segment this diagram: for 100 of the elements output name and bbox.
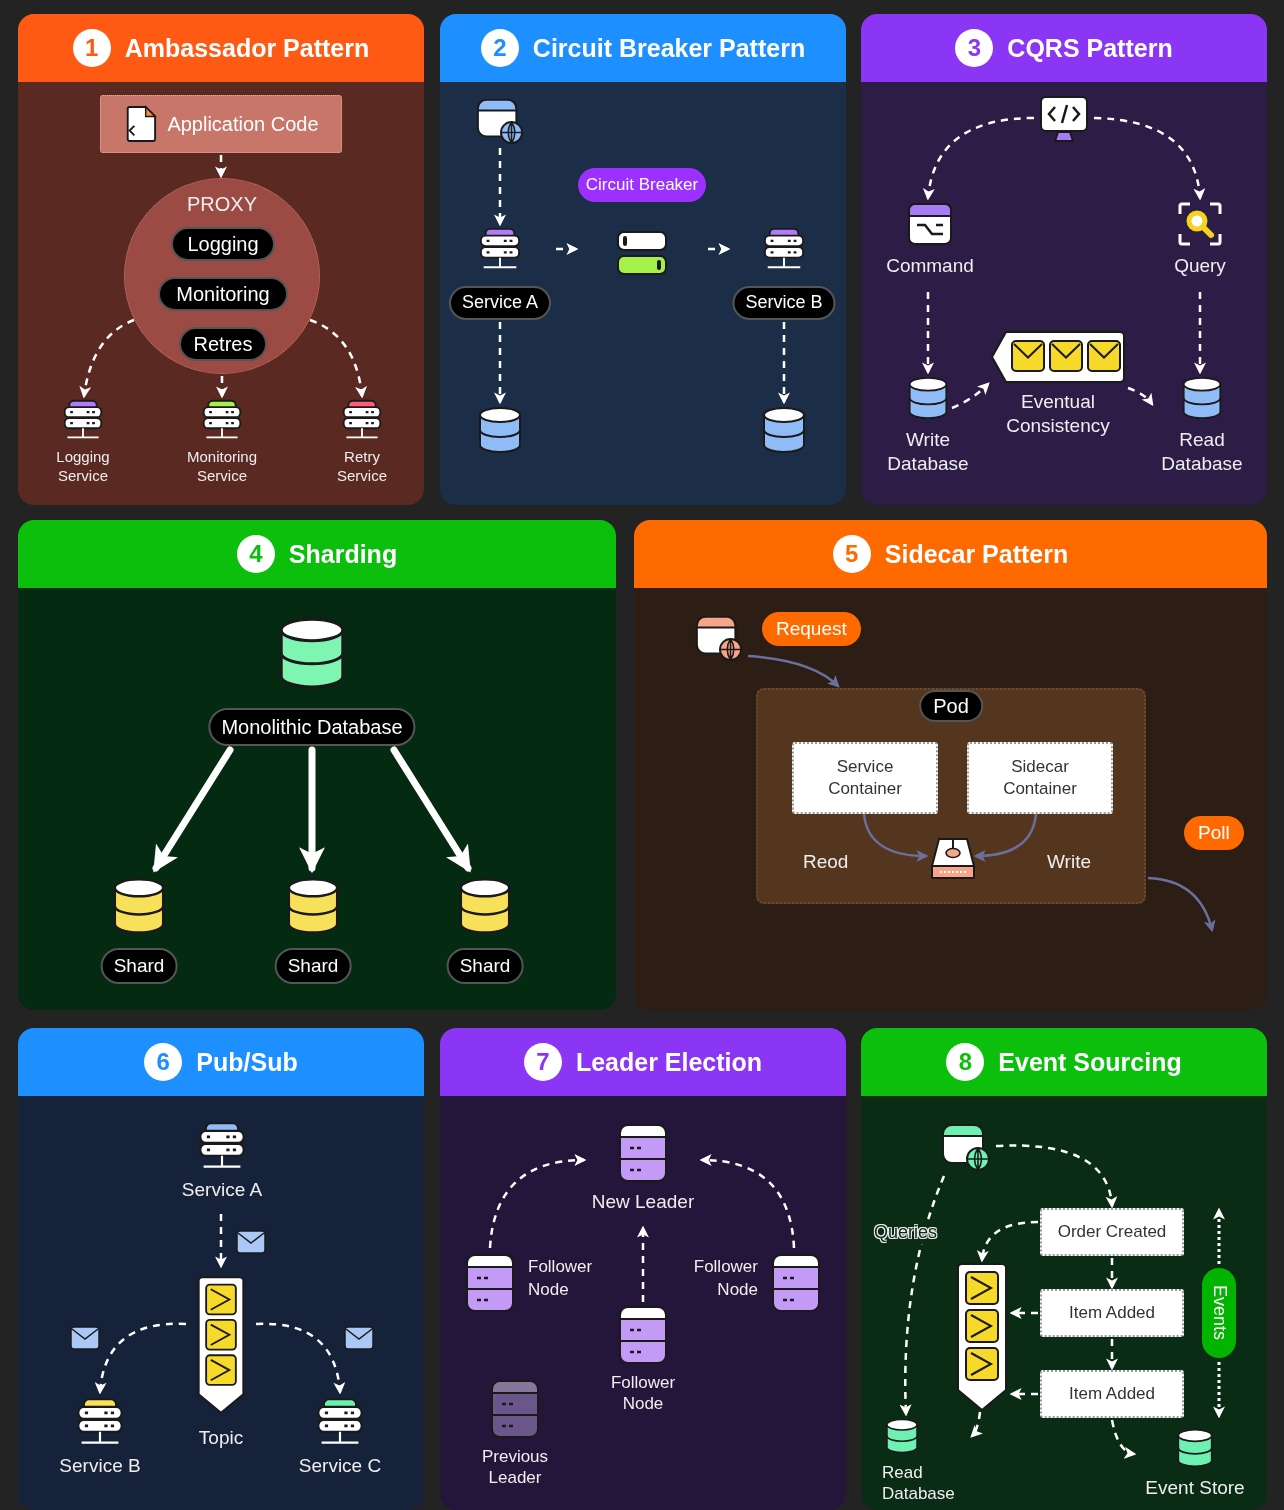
step-number: 4 <box>236 535 275 573</box>
arrow <box>951 382 990 410</box>
step-number: 7 <box>523 1043 562 1081</box>
arrow <box>1194 292 1206 375</box>
feature-tag: Monitoring <box>158 277 288 311</box>
arrow <box>862 813 929 862</box>
feature-tag: Retres <box>179 327 267 361</box>
name-tag: Shard <box>274 947 352 984</box>
panel-title: Sidecar Pattern <box>884 539 1069 569</box>
arrow <box>970 1411 983 1438</box>
step-number: 6 <box>144 1043 183 1081</box>
node-label: Follower Node <box>609 1372 677 1415</box>
node-label: Monitoring Service <box>185 448 258 486</box>
pattern-panel <box>634 520 1267 1010</box>
feature-tag: Logging <box>171 227 275 261</box>
arrow <box>309 318 367 399</box>
arrow <box>708 243 731 255</box>
name-tag: Monolithic Database <box>208 708 416 746</box>
arrow <box>79 318 135 399</box>
name-tag: Circuit Breaker <box>578 168 706 202</box>
arrow <box>256 1322 345 1395</box>
node-label: Application Code <box>167 112 319 137</box>
group-title: Pod <box>919 690 983 722</box>
name-tag: Shard <box>446 947 524 984</box>
arrow <box>216 376 228 399</box>
arrow <box>1009 1388 1038 1400</box>
step-number: 5 <box>832 535 871 573</box>
container-box: Service Container <box>792 742 938 814</box>
pattern-panel <box>440 1028 846 1510</box>
events-tag: Events <box>1202 1268 1236 1358</box>
node-label: Command <box>885 254 975 278</box>
arrow <box>747 654 840 688</box>
arrow <box>556 243 579 255</box>
container-box: Sidecar Container <box>967 742 1113 814</box>
name-tag: Service B <box>732 285 836 320</box>
arrow <box>1110 1419 1137 1458</box>
arrow <box>488 1154 587 1249</box>
panel-title: Circuit Breaker Pattern <box>532 33 806 63</box>
node-label: Read Database <box>1160 428 1244 476</box>
pattern-panel <box>18 14 424 505</box>
edge-label: Queries <box>872 1221 940 1244</box>
node-label: Follower Node <box>528 1256 594 1301</box>
edge-label: Poll <box>1184 816 1244 850</box>
arrow <box>1127 386 1154 406</box>
panel-title: Ambassador Pattern <box>124 33 370 63</box>
arrow <box>494 148 506 227</box>
arrow <box>1147 876 1216 933</box>
arrow <box>899 1175 946 1417</box>
arrow <box>299 746 325 874</box>
node-label: Retry Service <box>336 448 388 486</box>
arrow <box>637 1225 649 1302</box>
arrow <box>995 1144 1117 1209</box>
node-label: Read Database <box>882 1462 956 1505</box>
node-label: Logging Service <box>55 448 111 486</box>
panel-title: Event Sourcing <box>998 1047 1182 1077</box>
pattern-panel <box>861 1028 1267 1510</box>
panel-title: Pub/Sub <box>196 1047 298 1077</box>
node-label: Follower Node <box>692 1256 758 1301</box>
arrow <box>152 746 234 873</box>
pod-group <box>756 688 1146 904</box>
arrow <box>494 322 506 405</box>
node-label: Service C <box>297 1454 383 1478</box>
edge-label: Request <box>762 612 861 646</box>
event-box: Order Created <box>1040 1208 1184 1256</box>
arrow <box>1106 1258 1118 1290</box>
pattern-panel <box>18 520 616 1010</box>
pattern-panel <box>440 14 846 505</box>
name-tag: Service A <box>449 285 551 320</box>
node-label: New Leader <box>590 1190 696 1214</box>
arrow <box>977 1220 1039 1263</box>
node-label: Eventual Consistency <box>1005 390 1111 438</box>
arrow <box>390 746 472 873</box>
pattern-panel <box>861 14 1267 505</box>
arrow <box>778 322 790 405</box>
step-number: 2 <box>480 29 519 67</box>
event-box: Item Added <box>1040 1289 1184 1337</box>
arrow <box>699 1154 796 1249</box>
arrow <box>1093 116 1205 201</box>
arrow <box>922 292 934 375</box>
arrow <box>1106 1339 1118 1371</box>
node-label: Topic <box>197 1426 245 1450</box>
code-box <box>100 95 342 153</box>
arrow <box>95 1322 186 1395</box>
panel-title: CQRS Pattern <box>1007 33 1173 63</box>
node-label: Service A <box>180 1178 264 1202</box>
node-label: PROXY <box>186 193 258 216</box>
step-number: 3 <box>955 29 994 67</box>
panel-title: Leader Election <box>575 1047 763 1077</box>
name-tag: Shard <box>100 947 178 984</box>
panel-title: Sharding <box>288 539 398 569</box>
arrow <box>1009 1307 1038 1319</box>
event-box: Item Added <box>1040 1370 1184 1418</box>
pattern-panel <box>18 1028 424 1510</box>
node-label: Event Store <box>1144 1476 1246 1500</box>
step-number: 8 <box>946 1043 985 1081</box>
node-label: Write Database <box>886 428 970 476</box>
step-number: 1 <box>72 29 111 67</box>
arrow <box>215 155 227 179</box>
node-label: Previous Leader <box>480 1446 550 1489</box>
node-label: Service B <box>58 1454 142 1478</box>
